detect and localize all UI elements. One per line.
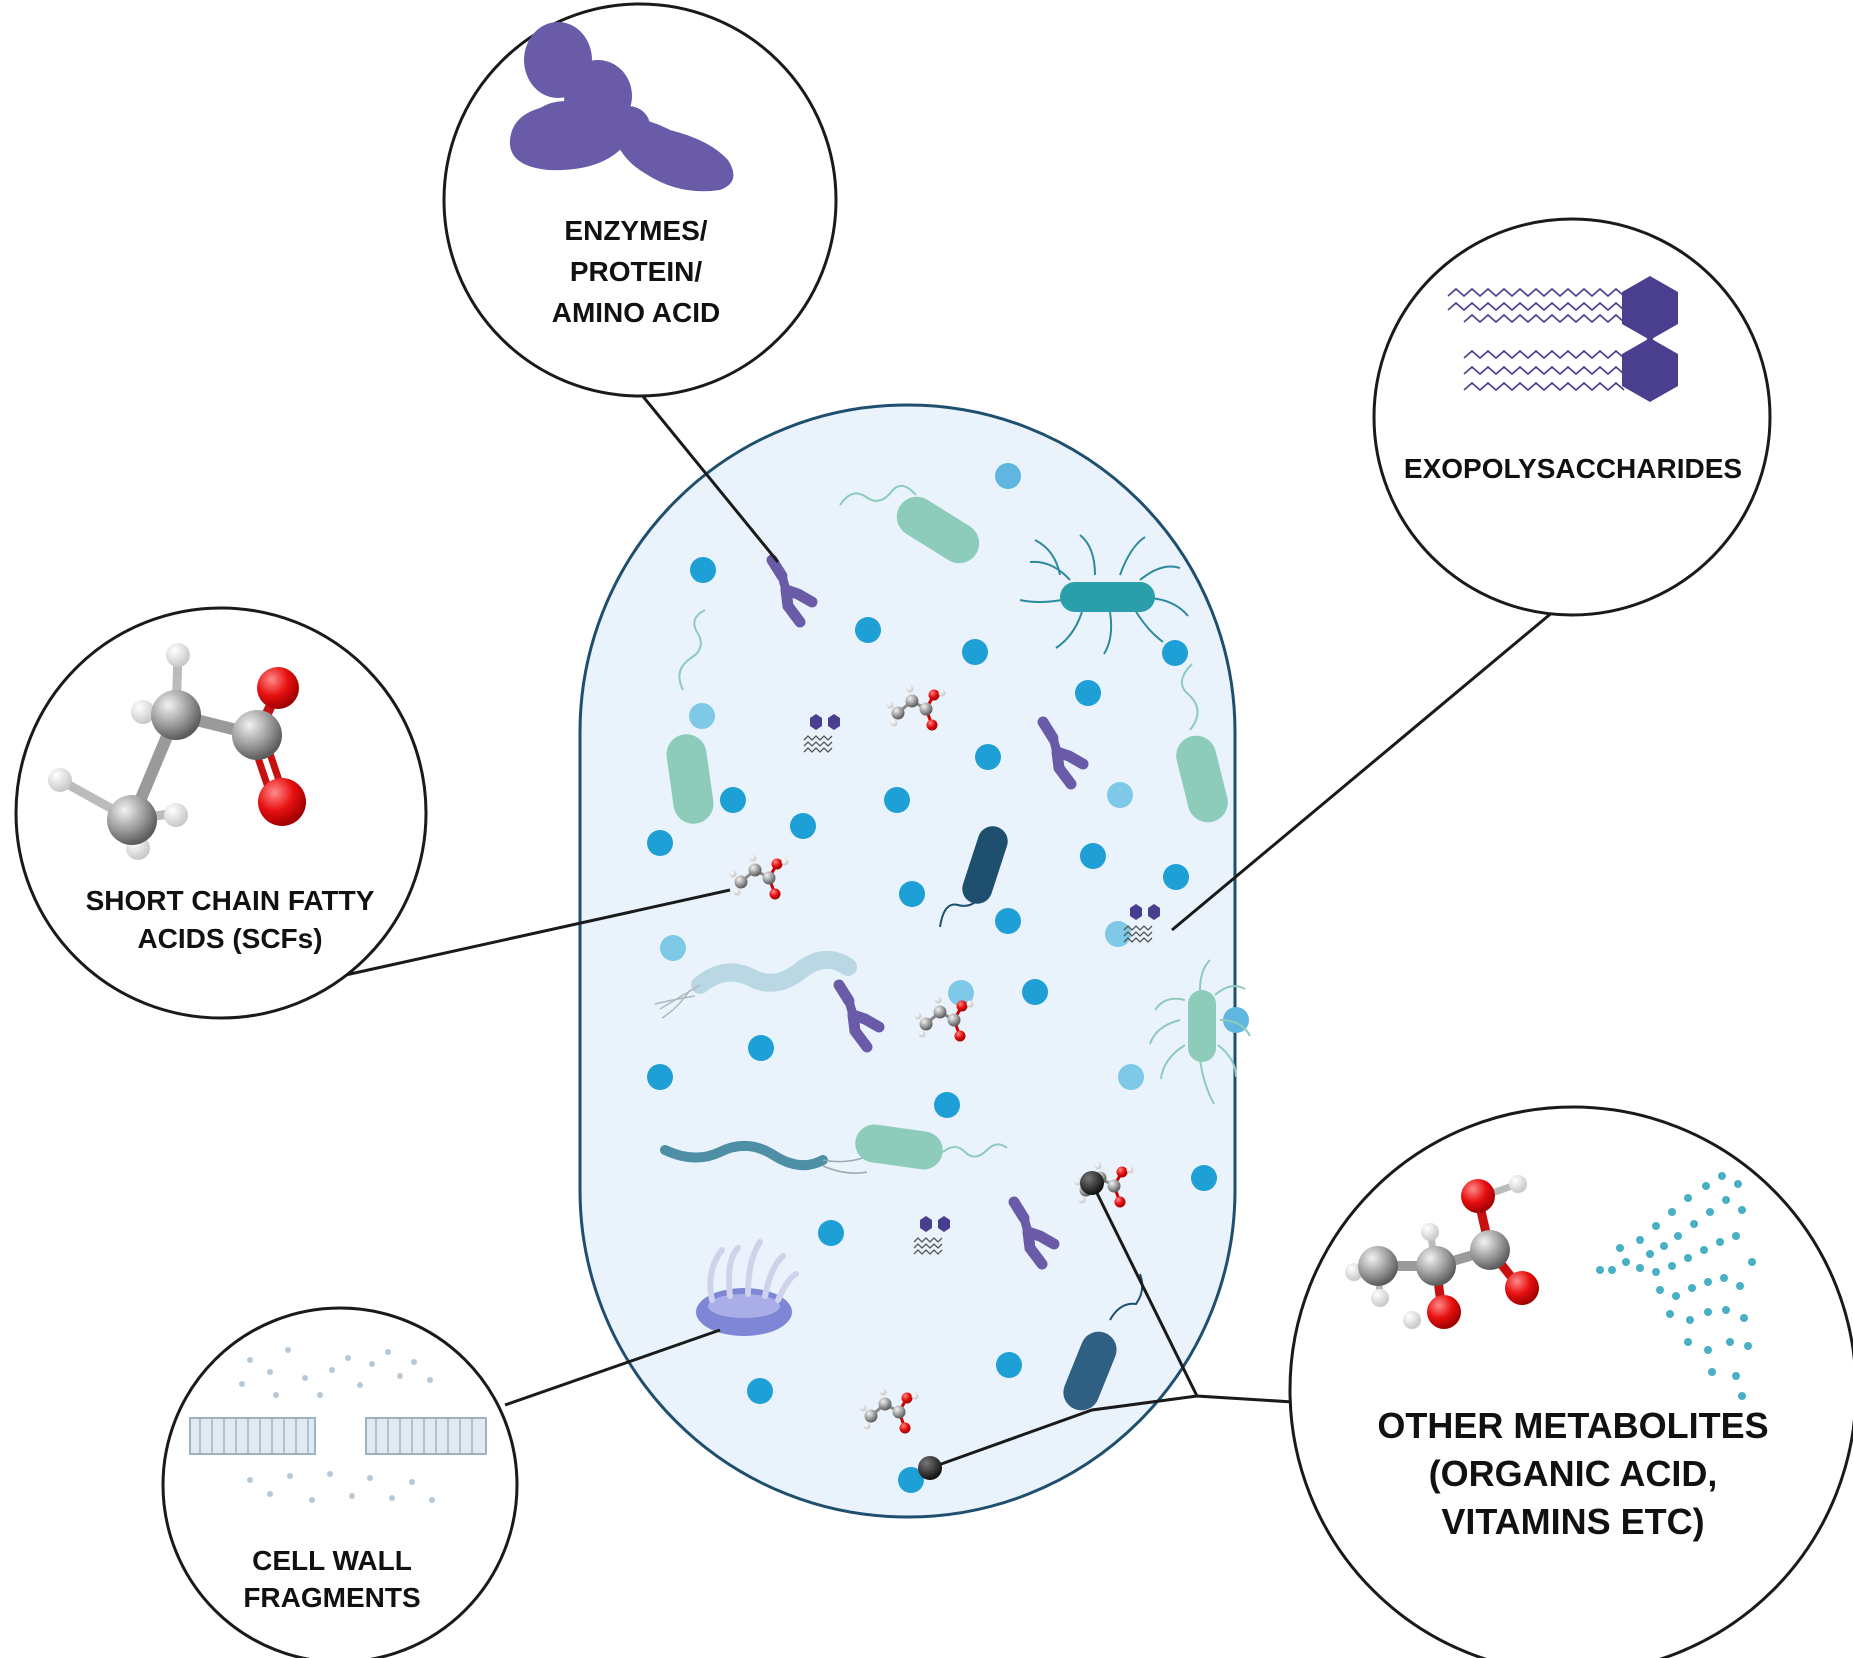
enzymes-label: AMINO ACID xyxy=(552,297,721,328)
scfa-label: ACIDS (SCFs) xyxy=(137,923,322,954)
bacterium-icon xyxy=(839,484,980,564)
flagellated-bacterium-icon xyxy=(1149,959,1251,1105)
molecule-icon xyxy=(48,643,306,860)
membrane-fragment-icon xyxy=(189,1347,487,1503)
vesicle-icon xyxy=(696,1239,799,1336)
enzymes-label: ENZYMES/ xyxy=(564,215,707,246)
bacterium-icon xyxy=(855,1124,1008,1170)
cell-wall-callout xyxy=(161,1306,519,1658)
other-metabolites-callout xyxy=(1288,1105,1853,1658)
metabolite-dots xyxy=(647,463,1249,1493)
other-metabolites-label: VITAMINS ETC) xyxy=(1441,1501,1704,1542)
cell-wall-label: FRAGMENTS xyxy=(243,1582,420,1613)
flagellated-bacterium-icon xyxy=(939,826,1008,928)
polysaccharide-icon xyxy=(1447,276,1678,402)
exopolysaccharides-label: EXOPOLYSACCHARIDES xyxy=(1404,453,1742,484)
enzymes-label: PROTEIN/ xyxy=(570,256,702,287)
flagellated-bacterium-icon xyxy=(1019,534,1189,655)
culture-capsule xyxy=(578,403,1237,1519)
other-metabolites-label: OTHER METABOLITES xyxy=(1377,1405,1768,1446)
particle-spray-icon xyxy=(1596,1172,1756,1400)
connector-dot xyxy=(1080,1171,1104,1195)
scfa-label: SHORT CHAIN FATTY xyxy=(86,885,375,916)
enzymes-callout xyxy=(442,2,838,398)
cell-wall-label: CELL WALL xyxy=(252,1545,412,1576)
scfa-callout xyxy=(14,606,428,1020)
other-metabolites-label: (ORGANIC ACID, xyxy=(1429,1453,1718,1494)
molecule-icon xyxy=(1345,1175,1539,1329)
bacterium-icon xyxy=(1176,663,1228,823)
connector-dot xyxy=(918,1456,942,1480)
spirochete-icon xyxy=(654,951,857,1019)
connector-lines xyxy=(322,377,1561,1470)
exopolysaccharides-callout xyxy=(1372,217,1772,617)
bacterium-icon xyxy=(666,609,714,824)
antibody-icon xyxy=(509,22,734,192)
